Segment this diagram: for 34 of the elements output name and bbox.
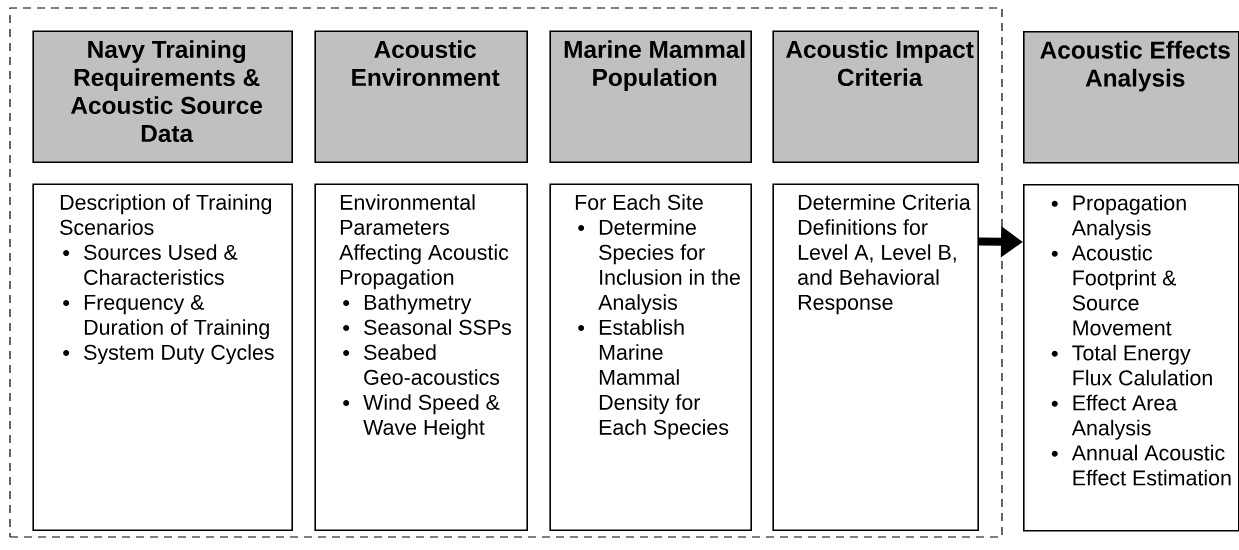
dashed-frame xyxy=(9,7,1003,538)
bullet-item: Total Energy Flux Calulation xyxy=(1051,344,1212,386)
description-box xyxy=(32,183,293,531)
description-box xyxy=(314,183,528,531)
bullet-item: Seabed Geo-acoustics xyxy=(343,344,500,385)
body-text: Description of Training Scenarios xyxy=(60,194,272,235)
bullet-item: Sources Used & Characteristics xyxy=(63,244,238,285)
body-text: Determine Criteria Definitions for Level A, Level B, and Behavioral Response xyxy=(798,194,971,315)
header-text: Acoustic Environment xyxy=(352,40,500,87)
header-box xyxy=(772,30,979,163)
bullet-item: Seasonal SSPs xyxy=(343,319,512,335)
header-box xyxy=(1023,31,1239,164)
body-text: For Each Site xyxy=(575,194,703,210)
bullet-item: Annual Acoustic Effect Estimation xyxy=(1051,444,1231,486)
bullet-item: Establish Marine Mammal Density for Each Species xyxy=(578,319,729,440)
description-box xyxy=(772,183,979,531)
header-box xyxy=(314,30,528,163)
bullet-item: Propagation Analysis xyxy=(1051,194,1186,240)
bullet-item: Effect Area Analysis xyxy=(1051,394,1178,440)
body-text: Environmental Parameters Affecting Acoustic Propagation xyxy=(339,194,509,290)
description-box xyxy=(1023,184,1239,532)
bullet-item: Bathymetry xyxy=(343,294,472,315)
bullet-item: System Duty Cycles xyxy=(63,344,274,365)
bullet-item: Acoustic Footprint & Source Movement xyxy=(1051,244,1177,336)
bullet-item: Frequency & Duration of Training xyxy=(63,294,269,340)
header-text: Marine Mammal Population xyxy=(564,40,745,91)
description-box xyxy=(549,183,752,531)
header-text: Acoustic Effects Analysis xyxy=(1040,40,1230,92)
header-text: Acoustic Impact Criteria xyxy=(786,40,974,87)
bullet-item: Wind Speed & Wave Height xyxy=(343,394,500,440)
header-box xyxy=(32,30,293,163)
header-box xyxy=(549,30,752,163)
bullet-item: Determine Species for Inclusion in the Analysis xyxy=(578,219,740,315)
header-text: Navy Training Requirements & Acoustic Source Data xyxy=(71,40,263,143)
